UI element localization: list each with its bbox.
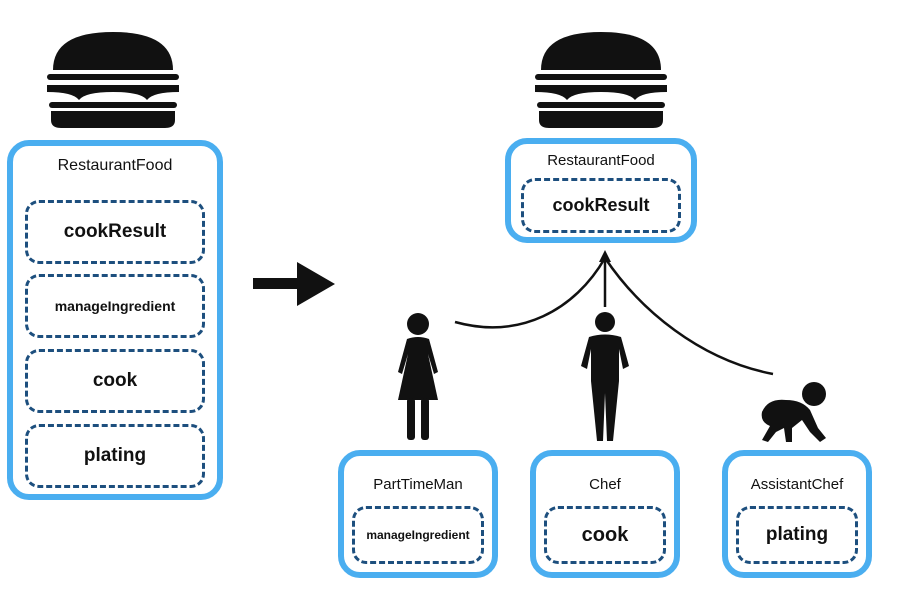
parent-method-cookresult: cookResult bbox=[521, 178, 681, 233]
assistantchef-box: AssistantChef plating bbox=[722, 450, 872, 578]
burger-icon bbox=[43, 30, 183, 135]
parent-restaurantfood-title: RestaurantFood bbox=[547, 152, 655, 169]
parent-restaurantfood-box: RestaurantFood cookResult bbox=[505, 138, 697, 243]
chef-title: Chef bbox=[589, 476, 621, 493]
method-cookresult: cookResult bbox=[25, 200, 205, 264]
burger-icon bbox=[531, 30, 671, 135]
assistantchef-method-plating: plating bbox=[736, 506, 858, 564]
left-restaurantfood-box: RestaurantFood cookResult manageIngredie… bbox=[7, 140, 223, 500]
man-icon bbox=[577, 311, 633, 448]
method-manageingredient: manageIngredient bbox=[25, 274, 205, 338]
assistantchef-title: AssistantChef bbox=[750, 476, 844, 493]
arrow-right-icon bbox=[253, 262, 335, 311]
connector-parttimeman bbox=[454, 257, 607, 329]
woman-icon bbox=[388, 312, 448, 447]
baby-icon bbox=[758, 380, 842, 451]
parttimeman-box: PartTimeMan manageIngredient bbox=[338, 450, 498, 578]
connector-assistantchef bbox=[603, 257, 774, 376]
method-cook: cook bbox=[25, 349, 205, 413]
parttimeman-method-manageingredient: manageIngredient bbox=[352, 506, 484, 564]
chef-method-cook: cook bbox=[544, 506, 666, 564]
parttimeman-title: PartTimeMan bbox=[373, 476, 463, 493]
chef-box: Chef cook bbox=[530, 450, 680, 578]
arrowhead-up-icon bbox=[599, 250, 611, 262]
method-plating: plating bbox=[25, 424, 205, 488]
left-restaurantfood-title: RestaurantFood bbox=[57, 157, 173, 174]
